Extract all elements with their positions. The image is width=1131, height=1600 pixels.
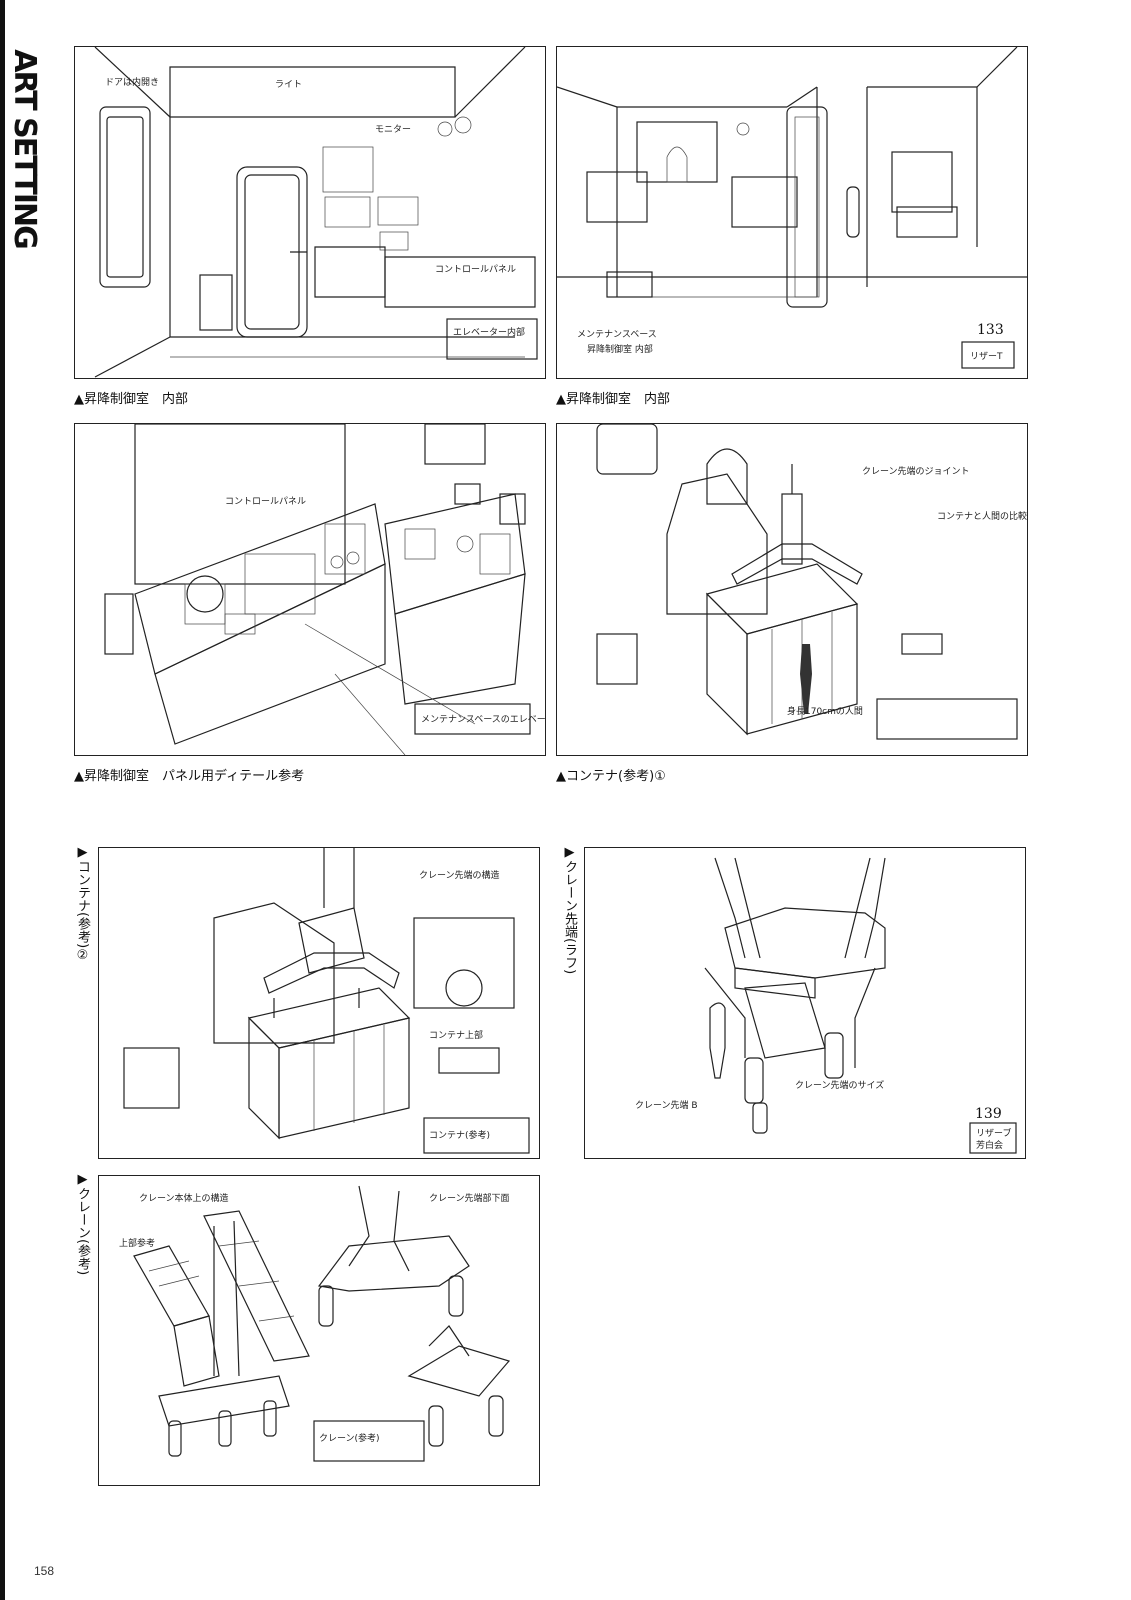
svg-text:ライト: ライト xyxy=(275,79,302,90)
svg-text:コンテナ(参考): コンテナ(参考) xyxy=(429,1129,490,1141)
svg-text:エレベーター内部: エレベーター内部 xyxy=(453,326,525,338)
svg-text:コンテナと人間の比較: コンテナと人間の比較 xyxy=(937,510,1027,522)
svg-text:クレーン先端のジョイント: クレーン先端のジョイント xyxy=(862,465,970,477)
svg-text:芳白会: 芳白会 xyxy=(976,1139,1003,1151)
svg-text:メンテナンスベース: メンテナンスベース xyxy=(577,329,657,340)
svg-text:コントロールパネル: コントロールパネル xyxy=(435,264,516,275)
caption-panel-4: ▲コンテナ(参考)① xyxy=(556,769,666,784)
caption-panel-1: ▲昇降制御室 内部 xyxy=(74,392,188,407)
svg-text:コンテナ上部: コンテナ上部 xyxy=(429,1029,483,1041)
caption-panel-3: ▲昇降制御室 パネル用ディテール参考 xyxy=(74,769,305,784)
sketch-panel-6: クレーン先端のサイズ クレーン先端 B 139 リザーブ 芳白会 xyxy=(584,847,1026,1159)
caption-panel-5: ▶コンテナ(参考)② xyxy=(75,845,90,964)
svg-text:クレーン先端部下面: クレーン先端部下面 xyxy=(429,1192,510,1204)
interior-sketch-1: ドアは内開き ライト モニター コントロールパネル エレベーター内部 xyxy=(94,47,538,378)
container-sketch-1: クレーン先端のジョイント コンテナと人間の比較 身長170cmの人間 xyxy=(596,424,1027,740)
svg-text:ドアは内開き: ドアは内開き xyxy=(105,76,159,88)
caption-panel-2: ▲昇降制御室 内部 xyxy=(556,392,670,407)
svg-text:昇降制御室 内部: 昇降制御室 内部 xyxy=(587,343,653,355)
crane-tip-rough-sketch: クレーン先端のサイズ クレーン先端 B 139 リザーブ 芳白会 xyxy=(635,857,1017,1154)
sketch-panel-3: コントロールパネル メンテナンスベースのエレベーター xyxy=(74,423,546,756)
svg-text:クレーン先端の構造: クレーン先端の構造 xyxy=(419,869,500,881)
svg-text:クレーン(参考): クレーン(参考) xyxy=(319,1432,380,1444)
svg-text:リザーT: リザーT xyxy=(970,351,1003,362)
caption-panel-7: ▶クレーン(参考) xyxy=(75,1172,90,1276)
svg-text:モニター: モニター xyxy=(375,124,411,135)
sketch-panel-5: クレーン先端の構造 コンテナ上部 コンテナ(参考) xyxy=(98,847,540,1159)
svg-text:上部参考: 上部参考 xyxy=(119,1237,155,1249)
svg-text:身長170cmの人間: 身長170cmの人間 xyxy=(787,705,863,717)
svg-text:コントロールパネル: コントロールパネル xyxy=(225,496,306,507)
svg-text:133: 133 xyxy=(977,322,1004,338)
crane-reference-sketch: クレーン本体上の構造 上部参考 クレーン先端部下面 クレーン(参考) xyxy=(119,1185,511,1462)
svg-text:クレーン先端 B: クレーン先端 B xyxy=(635,1099,698,1111)
sketch-panel-7: クレーン本体上の構造 上部参考 クレーン先端部下面 クレーン(参考) xyxy=(98,1175,540,1486)
page-number: 158 xyxy=(34,1564,55,1578)
sketch-panel-2: メンテナンスベース 昇降制御室 内部 133 リザーT xyxy=(556,46,1028,379)
container-sketch-2: クレーン先端の構造 コンテナ上部 コンテナ(参考) xyxy=(123,848,530,1154)
spine-rule xyxy=(0,0,5,1600)
caption-panel-6: ▶クレーン先端(ラフ) xyxy=(562,845,577,975)
section-label: ART SETTING xyxy=(6,48,42,248)
sketch-panel-1: ドアは内開き ライト モニター コントロールパネル エレベーター内部 xyxy=(74,46,546,379)
svg-text:クレーン本体上の構造: クレーン本体上の構造 xyxy=(139,1192,229,1204)
svg-text:139: 139 xyxy=(975,1106,1002,1122)
panel-detail-sketch: コントロールパネル メンテナンスベースのエレベーター xyxy=(104,424,545,755)
svg-text:リザーブ: リザーブ xyxy=(976,1127,1011,1139)
svg-text:メンテナンスベースのエレベーター: メンテナンスベースのエレベーター xyxy=(421,714,545,725)
interior-sketch-2: メンテナンスベース 昇降制御室 内部 133 リザーT xyxy=(557,47,1027,369)
svg-text:クレーン先端のサイズ: クレーン先端のサイズ xyxy=(795,1079,884,1091)
sketch-panel-4: クレーン先端のジョイント コンテナと人間の比較 身長170cmの人間 xyxy=(556,423,1028,756)
